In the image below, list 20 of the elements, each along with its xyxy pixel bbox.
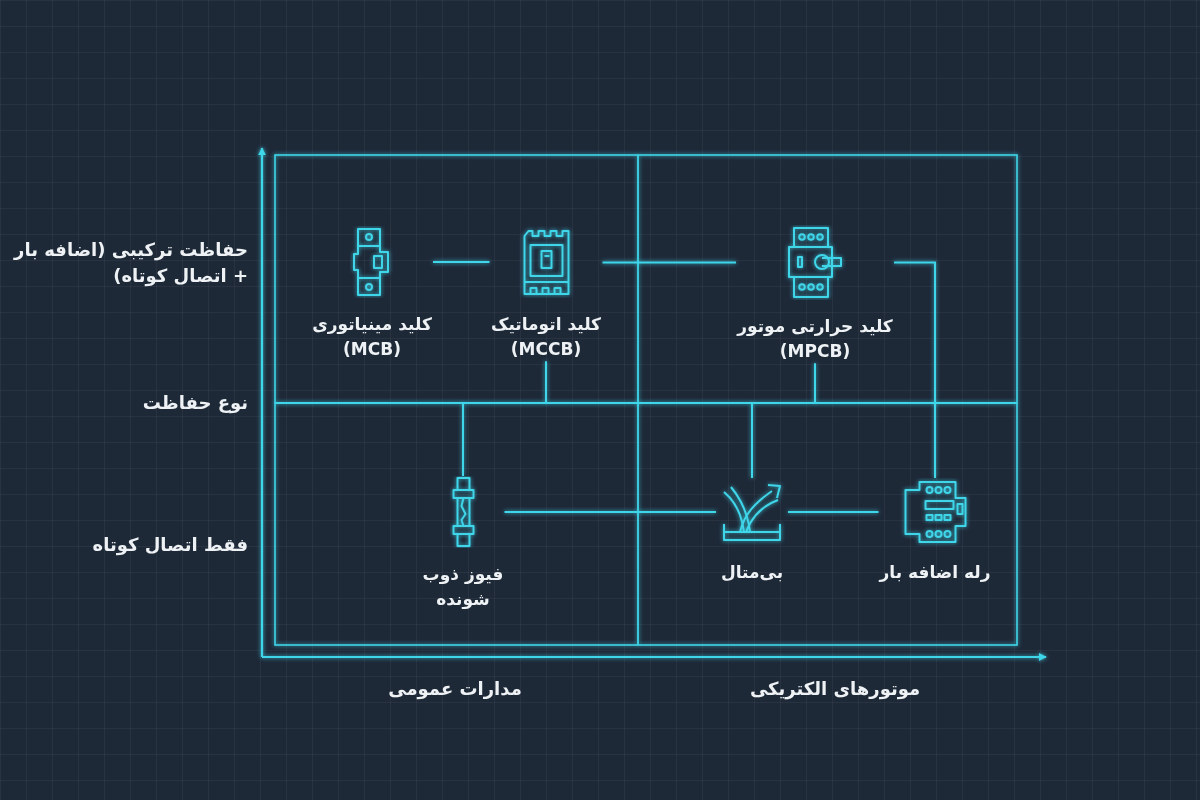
device-label: کلید حرارتی موتور (MPCB) <box>736 315 894 363</box>
connector-line <box>893 261 936 479</box>
device-label: بی‌متال <box>719 561 785 584</box>
column-label: موتورهای الکتریکی <box>749 677 921 702</box>
row-label: حفاظت ترکیبی (اضافه بار + اتصال کوتاه) <box>12 238 248 289</box>
connector-line <box>601 261 737 264</box>
device-label: کلید اتوماتیک (MCCB) <box>490 313 602 361</box>
device-label: رله اضافه بار <box>878 561 992 584</box>
connector-line <box>503 511 717 513</box>
device-label: فیوز ذوب شونده <box>421 563 505 611</box>
connector-line <box>432 261 491 263</box>
device-label: کلید مینیاتوری (MCB) <box>311 313 433 361</box>
connector-line <box>751 402 753 479</box>
connector-line <box>787 511 880 513</box>
row-label: فقط اتصال کوتاه <box>91 533 248 558</box>
row-label: نوع حفاظت <box>141 391 248 416</box>
connector-line <box>462 402 464 477</box>
column-label: مدارات عمومی <box>388 677 522 702</box>
connector-line <box>545 360 547 404</box>
connector-line <box>814 362 816 404</box>
